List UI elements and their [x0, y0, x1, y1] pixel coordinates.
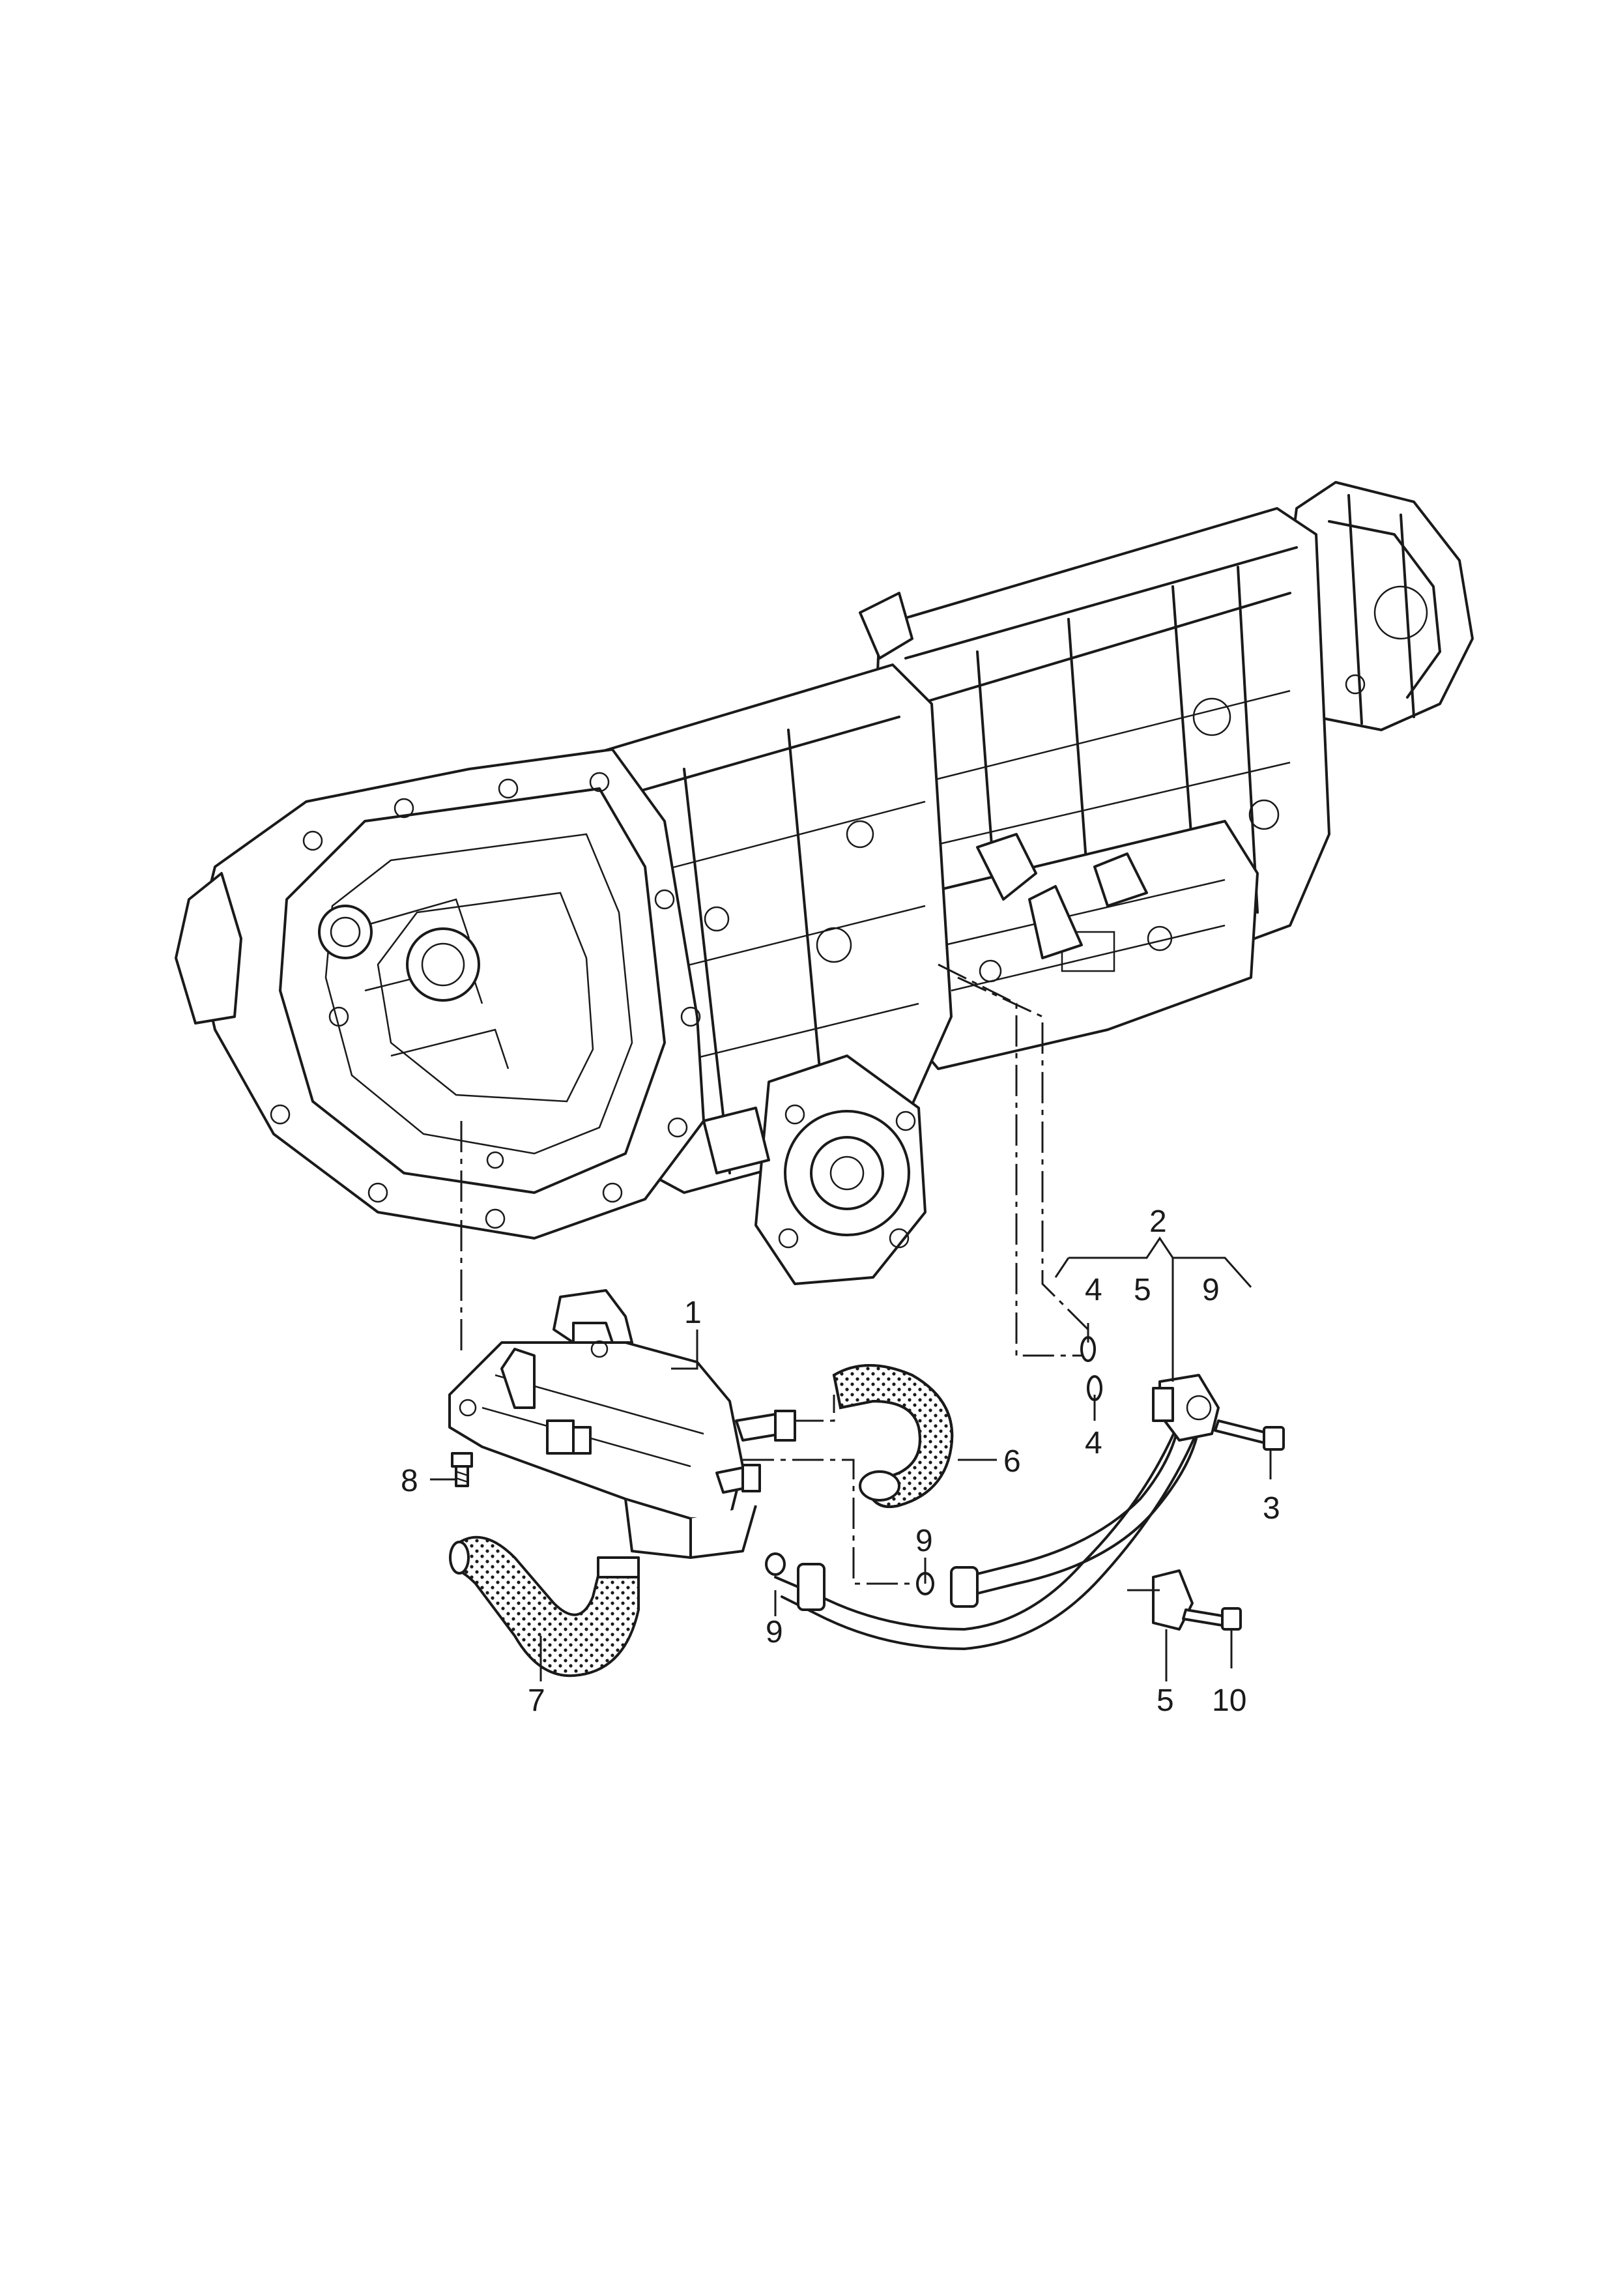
transmission-oil-cooler — [448, 1289, 796, 1559]
callout-6: 6 — [1003, 1444, 1021, 1479]
leader-lines — [430, 1236, 1272, 1681]
callout-8: 8 — [401, 1464, 418, 1498]
seal-9-left — [765, 1552, 786, 1576]
callout-2: 2 — [1149, 1204, 1167, 1239]
coolant-hose-6 — [832, 1364, 954, 1508]
callout-9-left: 9 — [766, 1615, 783, 1649]
callout-2-sub-5: 5 — [1134, 1273, 1151, 1307]
callout-2-sub-4: 4 — [1085, 1273, 1102, 1307]
callout-5: 5 — [1156, 1683, 1174, 1718]
callout-3: 3 — [1263, 1491, 1280, 1526]
transmission-housing — [175, 481, 1474, 1285]
callout-7: 7 — [528, 1683, 545, 1718]
callout-2-sub-9: 9 — [1202, 1273, 1220, 1307]
assembly-guide-lines — [460, 963, 1089, 1585]
callout-9-right: 9 — [915, 1524, 933, 1558]
oil-line-set — [774, 1374, 1220, 1650]
bolt-3 — [1214, 1419, 1285, 1451]
bolt-8 — [451, 1452, 473, 1487]
bolt-10 — [1182, 1607, 1242, 1631]
coolant-hose-7 — [449, 1535, 640, 1678]
callout-10: 10 — [1212, 1683, 1246, 1718]
callout-1: 1 — [684, 1296, 702, 1330]
callout-4: 4 — [1085, 1426, 1102, 1460]
